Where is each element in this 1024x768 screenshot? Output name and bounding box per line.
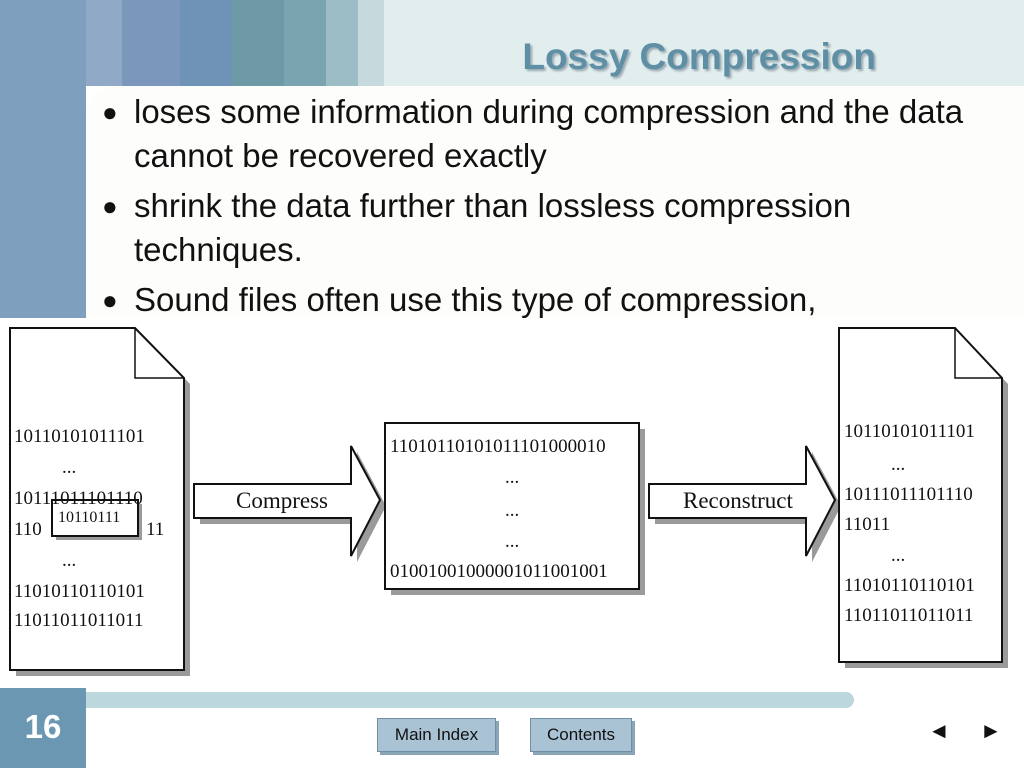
original-line-3: 10111011101110 [14,488,143,509]
reconstructed-line-4: 11011 [844,514,891,535]
header-stripe [358,0,384,86]
reconstructed-line-7: 11011011011011 [844,605,974,626]
main-index-button[interactable]: Main Index [377,718,496,752]
reconstructed-line-2: ... [891,454,906,475]
bullet-dot-icon: ● [102,191,118,221]
header-stripe [326,0,358,86]
header-stripe [232,0,284,86]
highlighted-bits: 10110111 [58,509,121,526]
original-line-4-right: 11 [146,519,165,540]
original-document-fold [134,328,184,379]
compressed-line-1: 11010110101011101000010 [390,436,606,457]
header-band [384,0,1024,86]
compressed-box-shape [384,422,640,590]
reconstruct-arrow-shape [648,445,837,557]
reconstructed-line-6: 11010110110101 [844,575,975,596]
bullet-text: shrink the data further than lossless co… [134,187,852,268]
compression-diagram: 10110101011101 ... 10111011101110 110 11… [0,318,1024,690]
reconstructed-document-shape [838,327,1003,663]
bullet-text: loses some information during compressio… [134,93,964,174]
reconstructed-line-3: 10111011101110 [844,484,973,505]
bullet-text: Sound files often use this type of compr… [134,281,817,318]
original-line-4-left: 110 [14,519,42,540]
bullet-list: ● loses some information during compress… [96,90,1016,328]
bullet-item: ● loses some information during compress… [96,90,1016,178]
compressed-line-5: 01001001000001011001001 [390,561,608,582]
slide-number: 16 [24,708,62,745]
bullet-item: ● Sound files often use this type of com… [96,278,1016,322]
slide-title: Lossy Compression [522,36,876,77]
reconstructed-document-fold [954,328,1002,379]
content-area [86,86,1024,330]
left-decor-panel [0,0,86,330]
compress-arrow-shape [193,445,382,557]
slide-number-box [0,688,86,768]
bullet-item: ● shrink the data further than lossless … [96,184,1016,272]
original-line-2: ... [62,457,77,478]
original-line-7: 11011011011011 [14,610,144,631]
compressed-line-2: ... [505,467,520,488]
prev-slide-icon[interactable]: ◄ [928,718,950,743]
header-stripe [180,0,232,86]
reconstruct-label: Reconstruct [683,488,793,513]
original-line-1: 10110101011101 [14,426,145,447]
contents-button[interactable]: Contents [530,718,632,752]
compress-label: Compress [236,488,328,513]
footer-bar [22,692,854,708]
bullet-dot-icon: ● [102,97,118,127]
header-stripe [122,0,180,86]
header-stripe [86,0,122,86]
compressed-line-3: ... [505,500,520,521]
header-stripe [284,0,326,86]
original-line-6: 11010110110101 [14,581,145,602]
original-line-5: ... [62,550,77,571]
compressed-line-4: ... [505,531,520,552]
highlight-box-shape [51,499,139,537]
diagram-shapes [9,327,1008,676]
reconstructed-line-5: ... [891,545,906,566]
next-slide-icon[interactable]: ► [980,718,1002,743]
reconstructed-line-1: 10110101011101 [844,421,975,442]
bullet-dot-icon: ● [102,285,118,315]
